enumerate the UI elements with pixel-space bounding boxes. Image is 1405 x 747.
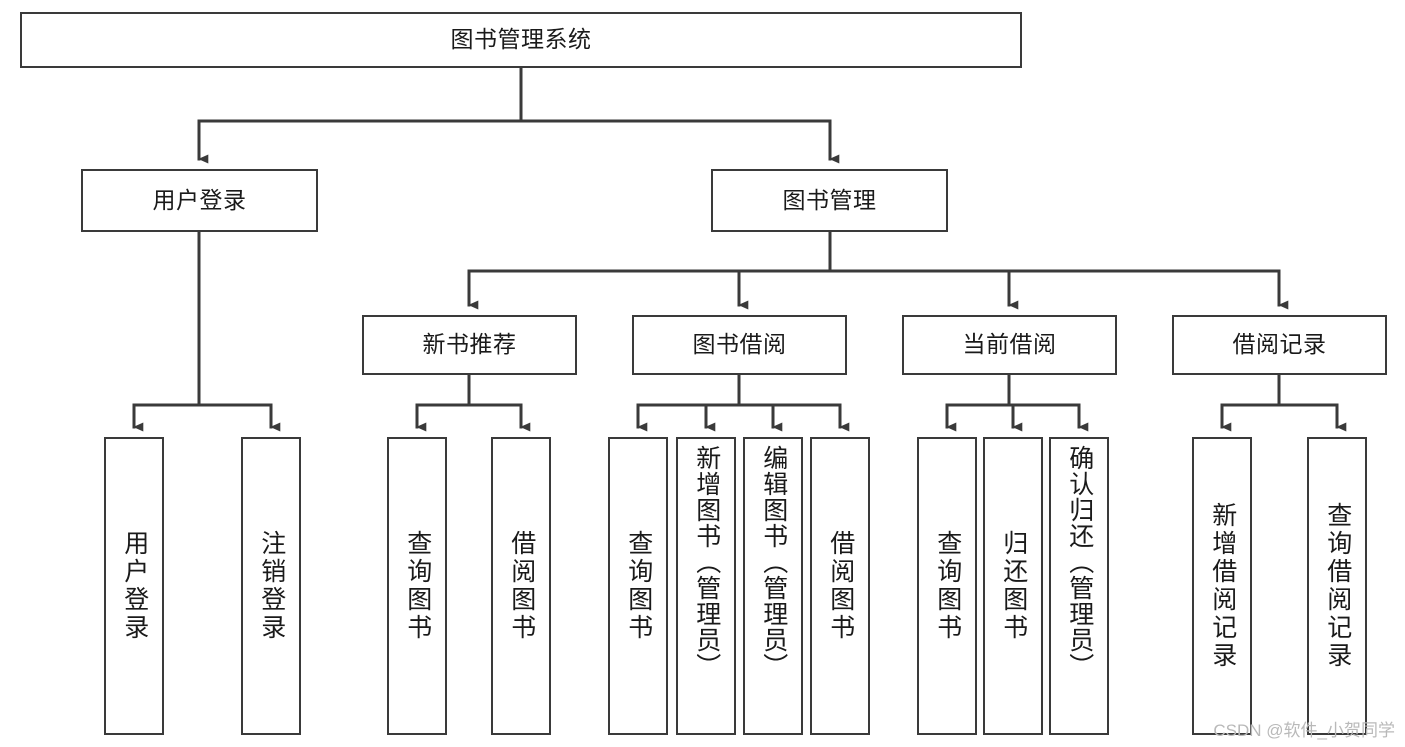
node-label: 新增图书（管理员） bbox=[692, 445, 721, 679]
node-label: 新增借阅记录 bbox=[1208, 502, 1237, 670]
node-label: 图书借阅 bbox=[692, 331, 787, 358]
node-label: 当前借阅 bbox=[962, 331, 1057, 358]
node-label: 确认归还（管理员） bbox=[1065, 445, 1094, 679]
node-label: 注销登录 bbox=[257, 530, 286, 642]
node-label: 图书管理 bbox=[782, 186, 877, 213]
node-borrow-record[interactable]: 借阅记录 bbox=[1172, 315, 1387, 375]
leaf-record-query-record[interactable]: 查询借阅记录 bbox=[1307, 437, 1367, 735]
leaf-current-query-book[interactable]: 查询图书 bbox=[917, 437, 977, 735]
node-book-borrow[interactable]: 图书借阅 bbox=[632, 315, 847, 375]
node-label: 用户登录 bbox=[120, 530, 149, 642]
leaf-user-login-logout[interactable]: 注销登录 bbox=[241, 437, 301, 735]
node-label: 借阅图书 bbox=[826, 530, 855, 642]
node-user-login[interactable]: 用户登录 bbox=[81, 169, 318, 232]
node-label: 借阅记录 bbox=[1232, 331, 1327, 358]
leaf-borrow-edit-book-admin[interactable]: 编辑图书（管理员） bbox=[743, 437, 803, 735]
node-label: 借阅图书 bbox=[507, 530, 536, 642]
leaf-current-return-book[interactable]: 归还图书 bbox=[983, 437, 1043, 735]
leaf-borrow-borrow-book[interactable]: 借阅图书 bbox=[810, 437, 870, 735]
node-label: 查询图书 bbox=[403, 530, 432, 642]
node-label: 归还图书 bbox=[999, 530, 1028, 642]
leaf-borrow-query-book[interactable]: 查询图书 bbox=[608, 437, 668, 735]
leaf-record-add-record[interactable]: 新增借阅记录 bbox=[1192, 437, 1252, 735]
node-label: 编辑图书（管理员） bbox=[759, 445, 788, 679]
node-book-management[interactable]: 图书管理 bbox=[711, 169, 948, 232]
leaf-recommend-query-book[interactable]: 查询图书 bbox=[387, 437, 447, 735]
node-label: 查询借阅记录 bbox=[1323, 502, 1352, 670]
node-label: 图书管理系统 bbox=[450, 26, 592, 53]
leaf-current-confirm-return-admin[interactable]: 确认归还（管理员） bbox=[1049, 437, 1109, 735]
node-root-book-management-system[interactable]: 图书管理系统 bbox=[20, 12, 1022, 68]
leaf-user-login-login[interactable]: 用户登录 bbox=[104, 437, 164, 735]
node-label: 查询图书 bbox=[933, 530, 962, 642]
node-label: 查询图书 bbox=[624, 530, 653, 642]
watermark-text: CSDN @软件_小贺同学 bbox=[1213, 721, 1395, 740]
leaf-recommend-borrow-book[interactable]: 借阅图书 bbox=[491, 437, 551, 735]
node-label: 新书推荐 bbox=[422, 331, 517, 358]
node-label: 用户登录 bbox=[152, 186, 247, 213]
node-new-book-recommend[interactable]: 新书推荐 bbox=[362, 315, 577, 375]
leaf-borrow-add-book-admin[interactable]: 新增图书（管理员） bbox=[676, 437, 736, 735]
node-current-borrow[interactable]: 当前借阅 bbox=[902, 315, 1117, 375]
